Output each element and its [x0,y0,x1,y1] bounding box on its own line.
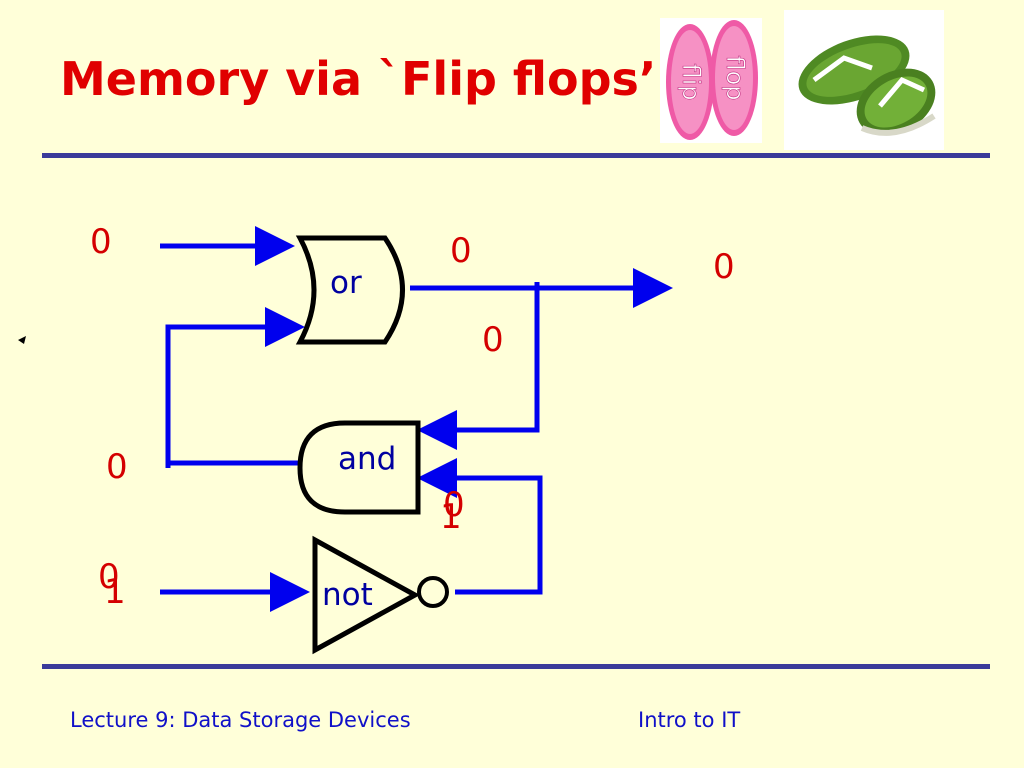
wire-or-input-feedback [165,307,305,468]
pink-flip-flops-image: flip flop [660,18,762,143]
wire-and-input-top [417,282,540,450]
footer-lecture: Lecture 9: Data Storage Devices [70,708,411,732]
bottom-divider [42,664,990,669]
slide-title: Memory via `Flip flops’ [60,52,657,106]
pointer-mark [18,336,26,344]
or-gate-label: or [330,265,362,301]
value-or-input-top: 0 [90,222,112,262]
sandal-text-flip: flip [677,63,705,100]
or-gate [295,235,405,345]
top-divider [42,153,990,158]
not-gate-label: not [322,577,373,613]
not-gate-bubble [417,576,449,608]
grass-flip-flops-image [784,10,944,150]
footer-course: Intro to IT [638,708,741,732]
wire-and-input-bottom [417,458,543,595]
and-gate-label: and [338,441,397,477]
value-not-input-a: 0 [98,557,120,597]
value-not-input-b: 1 [104,572,126,612]
sandal-text-flop: flop [721,55,749,100]
value-and-input-bottom-b: 1 [440,497,462,537]
not-gate [312,535,421,655]
value-or-output: 0 [450,231,472,271]
value-and-input-left: 0 [106,447,128,487]
value-feedback: 0 [482,320,504,360]
value-final-output: 0 [713,247,735,287]
and-gate [297,420,421,515]
value-and-input-bottom-a: 0 [443,485,465,525]
